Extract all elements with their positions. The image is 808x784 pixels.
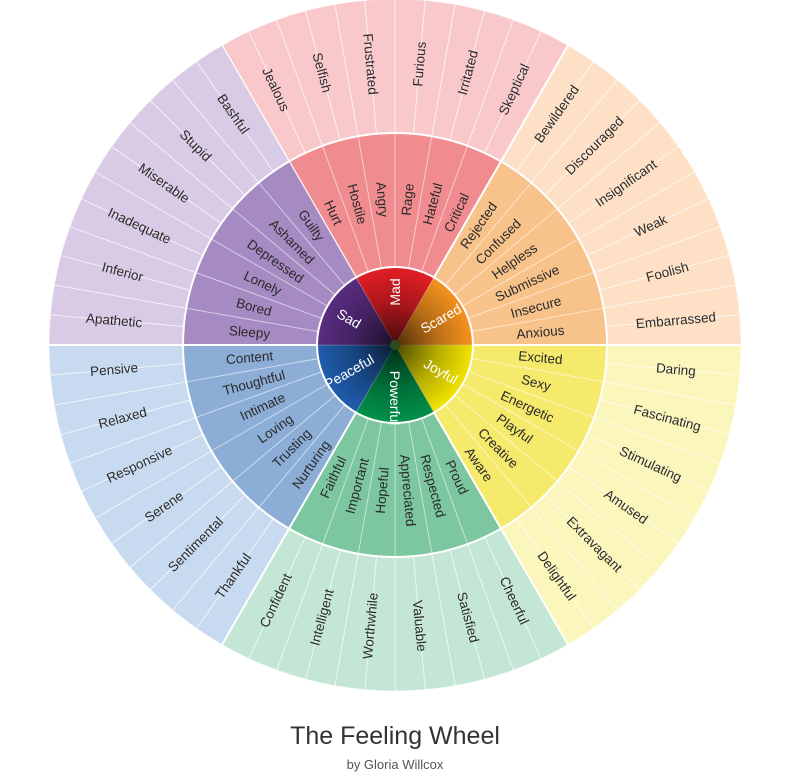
middle-label: Sleepy <box>228 323 271 342</box>
outer-label: Apathetic <box>85 310 143 330</box>
author-credit: by Gloria Willcox <box>346 757 444 772</box>
outer-label: Frustrated <box>360 33 380 96</box>
middle-label: Rage <box>399 183 417 216</box>
core-label-powerful: Powerful <box>387 371 403 425</box>
center-dot <box>390 340 400 350</box>
middle-label: Hopeful <box>373 467 392 515</box>
middle-label: Appreciated <box>397 454 418 527</box>
outer-label: Worthwhile <box>360 592 381 660</box>
outer-label: Daring <box>655 360 696 378</box>
outer-label: Valuable <box>410 600 429 653</box>
page-title: The Feeling Wheel <box>290 722 500 750</box>
outer-label: Pensive <box>89 360 138 379</box>
core-label-mad: Mad <box>387 278 403 305</box>
middle-label: Excited <box>518 348 563 367</box>
middle-label: Content <box>225 348 274 367</box>
ring-divider <box>182 132 608 558</box>
middle-label: Anxious <box>516 323 565 342</box>
middle-label: Angry <box>373 181 391 218</box>
outer-label: Furious <box>410 41 429 87</box>
outer-label: Embarrassed <box>635 309 716 331</box>
